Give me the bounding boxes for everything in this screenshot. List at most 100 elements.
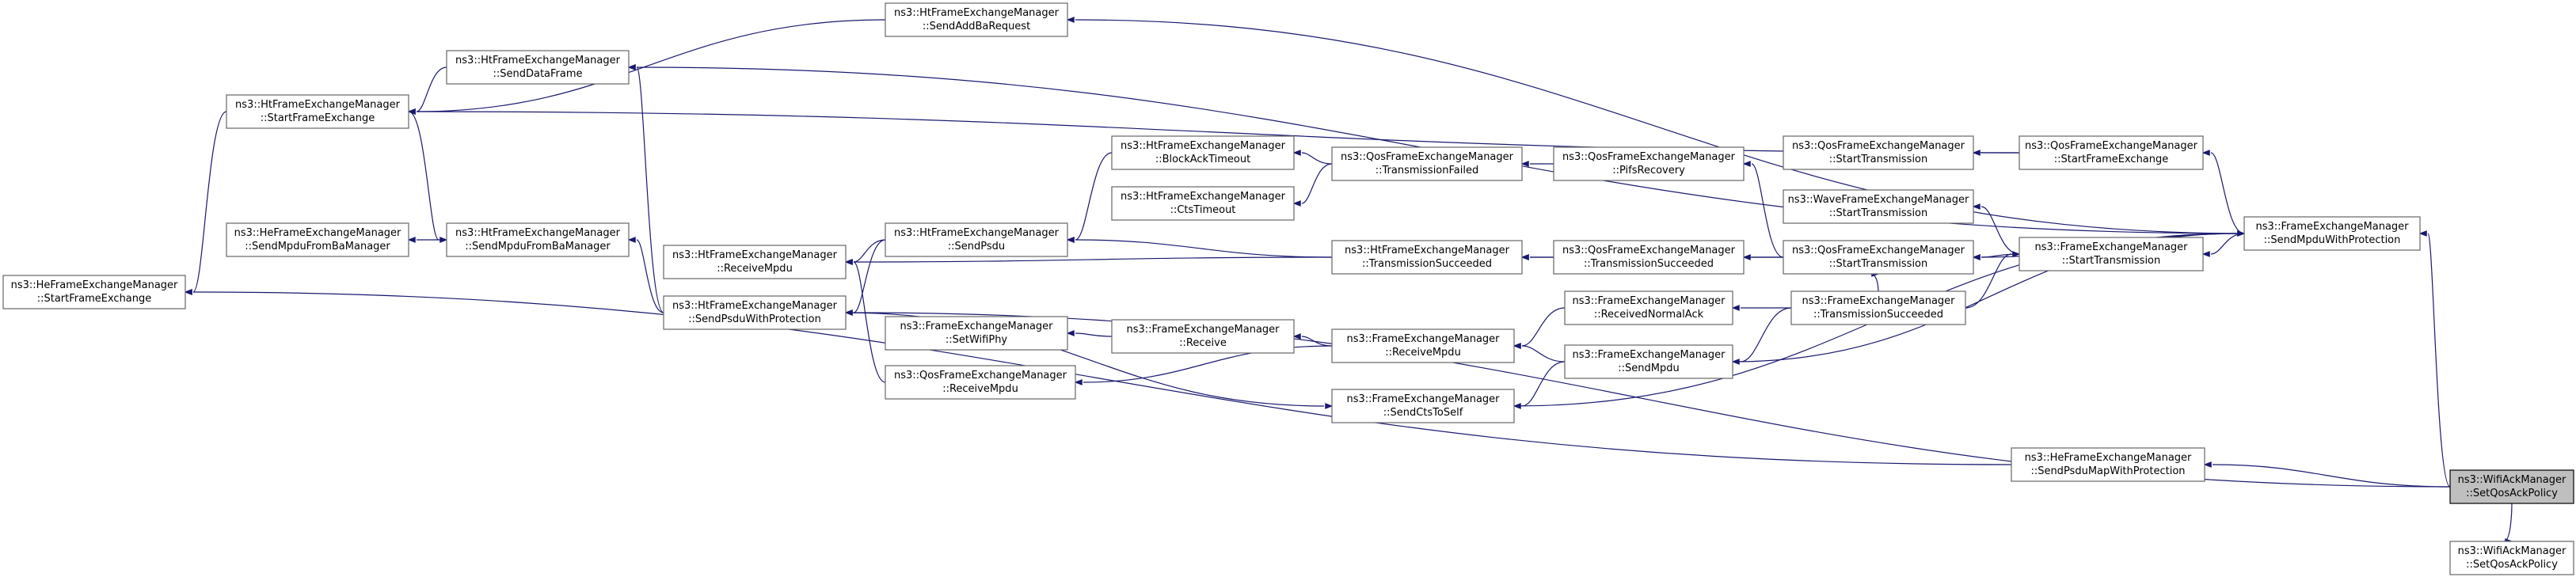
node-ht-send-psdu[interactable]: ns3::HtFrameExchangeManager::SendPsdu <box>885 222 1068 257</box>
edge-fe-send-mpdu-to-fe-send-cts <box>1512 361 1566 409</box>
node-box <box>1783 240 1974 275</box>
edge-line <box>1301 152 1333 165</box>
node-method-label: ::SetQosAckPolicy <box>2466 488 2558 499</box>
node-class-label: ns3::FrameExchangeManager <box>1346 333 1500 345</box>
arrowhead-icon <box>1972 150 1981 156</box>
edge-line <box>1740 307 1792 363</box>
arrowhead-icon <box>1074 379 1083 385</box>
arrowhead-icon <box>1520 161 1529 167</box>
node-ht-tx-succeeded[interactable]: ns3::HtFrameExchangeManager::Transmissio… <box>1331 240 1523 275</box>
node-class-label: ns3::HtFrameExchangeManager <box>672 249 838 261</box>
node-box <box>2011 447 2205 482</box>
edge-line <box>2210 233 2245 255</box>
edge-line <box>853 239 886 313</box>
node-method-label: ::SendMpduFromBaManager <box>465 241 611 252</box>
node-class-label: ns3::QosFrameExchangeManager <box>894 370 1067 382</box>
node-wave-start-tx[interactable]: ns3::WaveFrameExchangeManager::StartTran… <box>1783 189 1974 224</box>
arrowhead-icon <box>1292 150 1301 156</box>
node-he-send-mpdu-from-ba[interactable]: ns3::HeFrameExchangeManager::SendMpduFro… <box>226 222 409 257</box>
edge-line <box>408 111 439 241</box>
arrowhead-icon <box>627 237 636 243</box>
edge-ht-start-to-he-start <box>184 111 227 295</box>
arrowhead-icon <box>184 289 192 295</box>
node-qos-tx-succeeded[interactable]: ns3::QosFrameExchangeManager::Transmissi… <box>1553 240 1745 275</box>
node-fe-start-tx[interactable]: ns3::FrameExchangeManager::StartTransmis… <box>2019 237 2204 271</box>
node-ht-block-ack-timeout[interactable]: ns3::HtFrameExchangeManager::BlockAckTim… <box>1111 135 1295 170</box>
arrowhead-icon <box>439 237 448 243</box>
node-method-label: ::SendDataFrame <box>493 68 582 80</box>
node-box <box>1111 186 1295 221</box>
edge-ack-set-qos-to-ht-send-psdu-wp <box>844 309 2451 488</box>
edge-line <box>1075 19 2245 234</box>
node-fe-send-mpdu[interactable]: ns3::FrameExchangeManager::SendMpdu <box>1564 344 1733 379</box>
node-method-label: ::SendMpduWithProtection <box>2264 234 2401 246</box>
node-ack-set-qos[interactable]: ns3::WifiAckManager::SetQosAckPolicy <box>2449 469 2574 504</box>
node-method-label: ::StartTransmission <box>1829 207 1928 219</box>
edge-ht-tx-succeeded-to-ht-send-psdu <box>1066 237 1333 258</box>
node-class-label: ns3::QosFrameExchangeManager <box>1792 140 1965 152</box>
node-fe-send-mpdu-wp[interactable]: ns3::FrameExchangeManager::SendMpduWithP… <box>2243 216 2421 251</box>
node-fe-send-cts[interactable]: ns3::FrameExchangeManager::SendCtsToSelf <box>1331 389 1515 423</box>
node-fe-receive[interactable]: ns3::FrameExchangeManager::Receive <box>1111 319 1295 354</box>
node-ht-send-mpdu-from-ba[interactable]: ns3::HtFrameExchangeManager::SendMpduFro… <box>446 222 630 257</box>
node-he-send-psdu-map[interactable]: ns3::HeFrameExchangeManager::SendPsduMap… <box>2011 447 2205 482</box>
edge-qos-start-tx2-to-qos-pifs <box>1742 161 1784 258</box>
arrowhead-icon <box>1292 200 1301 207</box>
node-method-label: ::ReceiveMpdu <box>717 263 793 275</box>
node-ht-start[interactable]: ns3::HtFrameExchangeManager::StartFrameE… <box>226 94 409 129</box>
node-method-label: ::TransmissionSucceeded <box>1362 258 1492 270</box>
node-qos-start-fe[interactable]: ns3::QosFrameExchangeManager::StartFrame… <box>2019 135 2204 170</box>
edge-fe-send-mpdu-to-fe-receive-mpdu <box>1512 343 1566 363</box>
node-method-label: ::StartFrameExchange <box>261 112 375 124</box>
edge-line <box>1521 307 1566 347</box>
node-box <box>226 222 409 257</box>
node-method-label: ::Receive <box>1179 337 1227 349</box>
node-class-label: ns3::QosFrameExchangeManager <box>2025 140 2198 152</box>
node-qos-pifs[interactable]: ns3::QosFrameExchangeManager::PifsRecove… <box>1553 146 1745 181</box>
node-box <box>2449 541 2574 575</box>
arrowhead-icon <box>1066 237 1075 243</box>
node-class-label: ns3::HtFrameExchangeManager <box>672 300 838 312</box>
node-qos-receive-mpdu[interactable]: ns3::QosFrameExchangeManager::ReceiveMpd… <box>885 365 1076 400</box>
node-he-start[interactable]: ns3::HeFrameExchangeManager::StartFrameE… <box>2 275 186 309</box>
node-method-label: ::SendMpdu <box>1618 363 1679 374</box>
edge-qos-tx-failed-to-ht-block-ack-timeout <box>1292 150 1333 165</box>
node-qos-start-tx2[interactable]: ns3::QosFrameExchangeManager::StartTrans… <box>1783 240 1974 275</box>
edge-line <box>853 239 886 263</box>
node-method-label: ::ReceiveMpdu <box>1385 347 1461 359</box>
arrowhead-icon <box>1292 333 1301 340</box>
node-method-label: ::StartFrameExchange <box>37 293 152 305</box>
edge-line <box>1751 163 1784 258</box>
node-fe-receive-mpdu[interactable]: ns3::FrameExchangeManager::ReceiveMpdu <box>1331 328 1515 363</box>
edge-ack-set-qos-to-he-send-psdu-map <box>2203 461 2451 488</box>
node-ack-set-qos2[interactable]: ns3::WifiAckManager::SetQosAckPolicy <box>2449 541 2574 575</box>
edge-ht-send-psdu-to-ht-send-psdu-wp <box>844 239 886 316</box>
node-class-label: ns3::FrameExchangeManager <box>1346 393 1500 405</box>
edge-qos-start-tx2-to-qos-tx-succeeded <box>1742 254 1784 260</box>
arrowhead-icon <box>2418 230 2427 237</box>
node-qos-tx-failed[interactable]: ns3::QosFrameExchangeManager::Transmissi… <box>1331 146 1523 181</box>
node-class-label: ns3::HeFrameExchangeManager <box>2025 452 2192 464</box>
node-box <box>1111 319 1295 354</box>
arrowhead-icon <box>2012 251 2021 257</box>
node-class-label: ns3::FrameExchangeManager <box>900 321 1053 332</box>
node-ht-cts-timeout[interactable]: ns3::HtFrameExchangeManager::CtsTimeout <box>1111 186 1295 221</box>
node-fe-tx-succeeded[interactable]: ns3::FrameExchangeManager::TransmissionS… <box>1790 290 1966 325</box>
arrowhead-icon <box>2201 150 2210 156</box>
edge-line <box>416 19 886 112</box>
node-fe-recv-normal-ack[interactable]: ns3::FrameExchangeManager::ReceivedNorma… <box>1564 290 1733 325</box>
node-ht-send-data[interactable]: ns3::HtFrameExchangeManager::SendDataFra… <box>446 50 630 85</box>
node-class-label: ns3::HtFrameExchangeManager <box>894 7 1060 19</box>
edge-line <box>1521 361 1566 407</box>
node-qos-start-tx1[interactable]: ns3::QosFrameExchangeManager::StartTrans… <box>1783 135 1974 170</box>
edge-line <box>2210 152 2245 234</box>
node-ht-receive-mpdu[interactable]: ns3::HtFrameExchangeManager::ReceiveMpdu <box>663 245 847 279</box>
node-fe-set-wifi-phy[interactable]: ns3::FrameExchangeManager::SetWifiPhy <box>885 316 1068 351</box>
node-class-label: ns3::QosFrameExchangeManager <box>1562 245 1736 256</box>
node-class-label: ns3::HeFrameExchangeManager <box>11 279 178 291</box>
node-ht-send-add-ba[interactable]: ns3::HtFrameExchangeManager::SendAddBaRe… <box>885 2 1068 37</box>
edge-line <box>2427 233 2451 488</box>
edge-fe-tx-succeeded-to-fe-start-tx <box>1965 251 2021 309</box>
node-ht-send-psdu-wp[interactable]: ns3::HtFrameExchangeManager::SendPsduWit… <box>663 295 847 330</box>
